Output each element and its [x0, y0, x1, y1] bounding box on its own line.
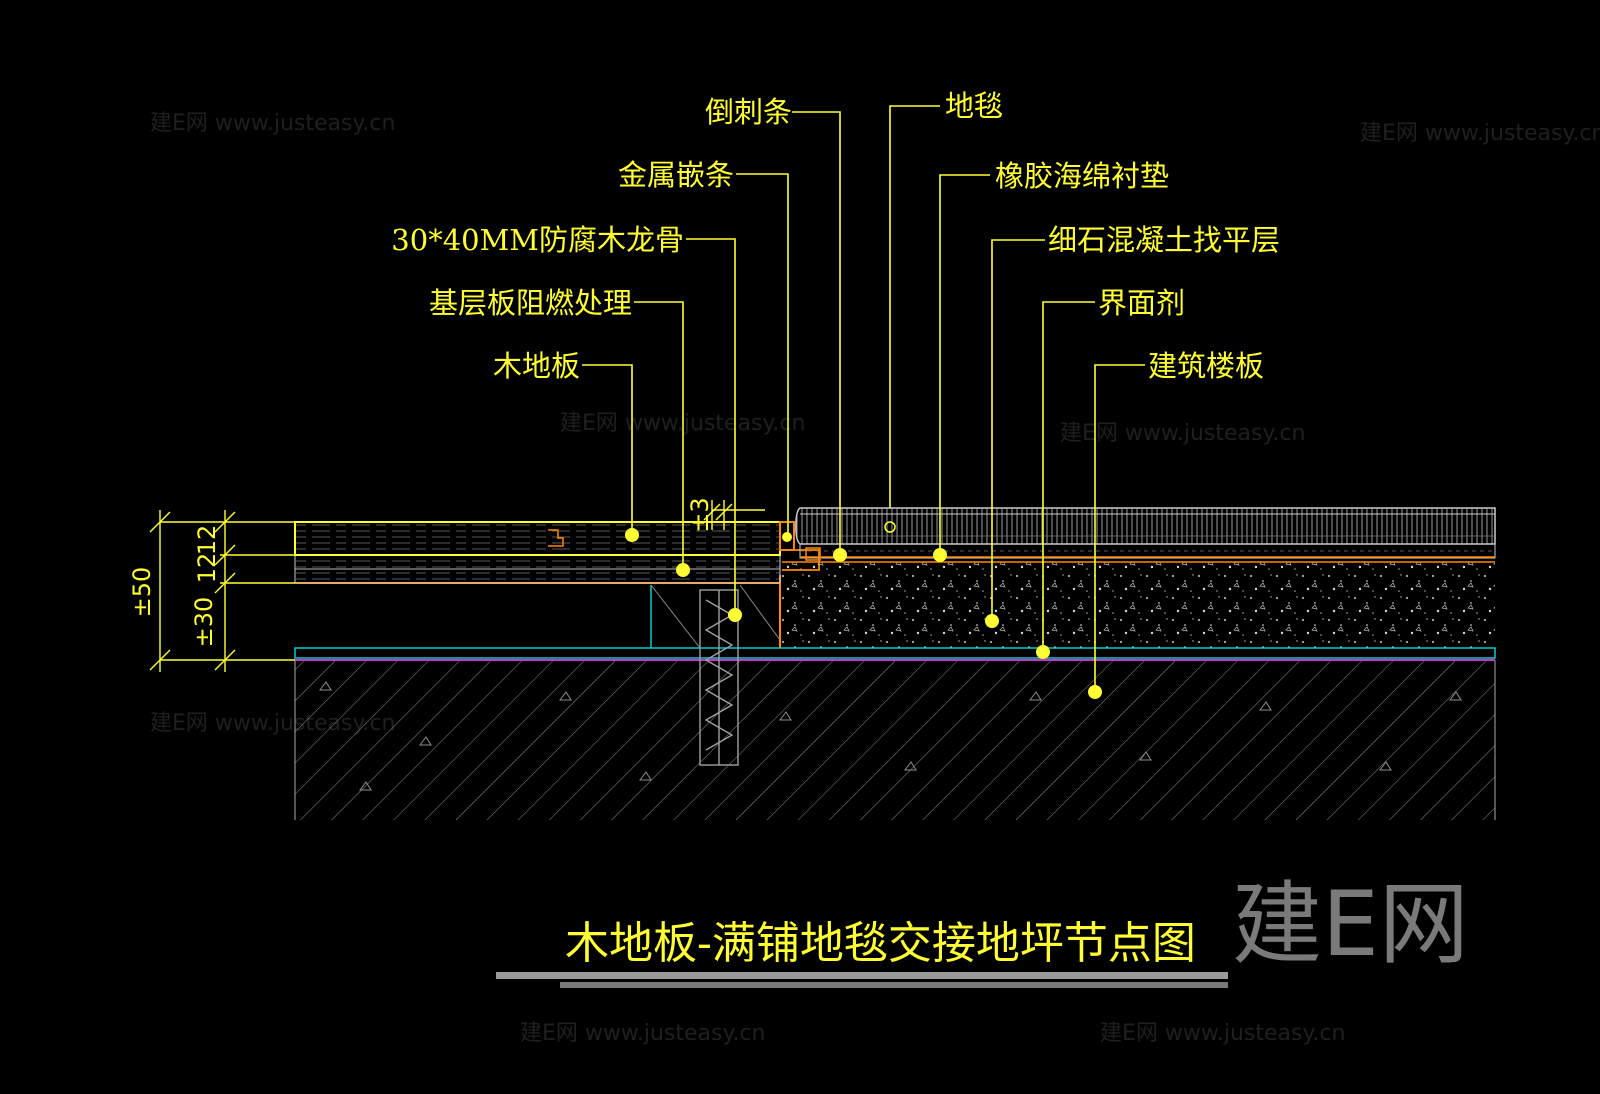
watermark-text: 建E网 www.justeasy.cn	[520, 1021, 765, 1046]
title-underline-thin	[560, 982, 1228, 988]
label-rubber-pad: 橡胶海绵衬垫	[995, 159, 1169, 193]
dim-board-a: 12	[193, 525, 221, 556]
carpet	[795, 507, 1496, 545]
dim-gap: ±3	[686, 497, 714, 532]
leader-dots	[625, 528, 1102, 699]
watermark-layer: 建E网 www.justeasy.cn 建E网 www.justeasy.cn 建E…	[150, 111, 1600, 1046]
anchor-bolt	[699, 589, 739, 766]
label-keel: 30*40MM防腐木龙骨	[391, 223, 684, 257]
label-interface-agent: 界面剂	[1098, 286, 1185, 320]
title-underline-thick	[496, 972, 1228, 979]
dim-screed: ±30	[190, 597, 218, 648]
dimension-lines	[149, 500, 765, 672]
dim-board-b: 12	[193, 553, 221, 584]
barb-strip	[805, 547, 821, 561]
interface-agent-layer	[294, 647, 1496, 659]
wood-floor	[294, 521, 781, 556]
label-metal-strip: 金属嵌条	[618, 158, 734, 192]
building-slab	[295, 660, 1495, 820]
label-slab: 建筑楼板	[1148, 349, 1264, 383]
drawing-title: 木地板-满铺地毯交接地坪节点图	[565, 918, 1196, 969]
fine-stone-concrete-screed	[782, 562, 1495, 648]
watermark-text: 建E网 www.justeasy.cn	[1360, 121, 1600, 146]
label-wood-floor: 木地板	[493, 349, 580, 383]
label-barb-strip: 倒刺条	[705, 95, 792, 129]
label-base-board: 基层板阻燃处理	[429, 286, 632, 320]
label-carpet: 地毯	[945, 89, 1003, 123]
watermark-text: 建E网 www.justeasy.cn	[1100, 1021, 1345, 1046]
watermark-text: 建E网 www.justeasy.cn	[1060, 421, 1305, 446]
label-screed: 细石混凝土找平层	[1048, 223, 1280, 257]
slab-aggregate	[319, 681, 1462, 791]
leader-lines	[582, 105, 1145, 692]
keel-diagonals	[650, 584, 781, 649]
site-logo: 建E网	[1232, 872, 1469, 977]
floor-section	[294, 507, 1496, 820]
dim-total: ±50	[128, 567, 156, 618]
watermark-text: 建E网 www.justeasy.cn	[150, 111, 395, 136]
